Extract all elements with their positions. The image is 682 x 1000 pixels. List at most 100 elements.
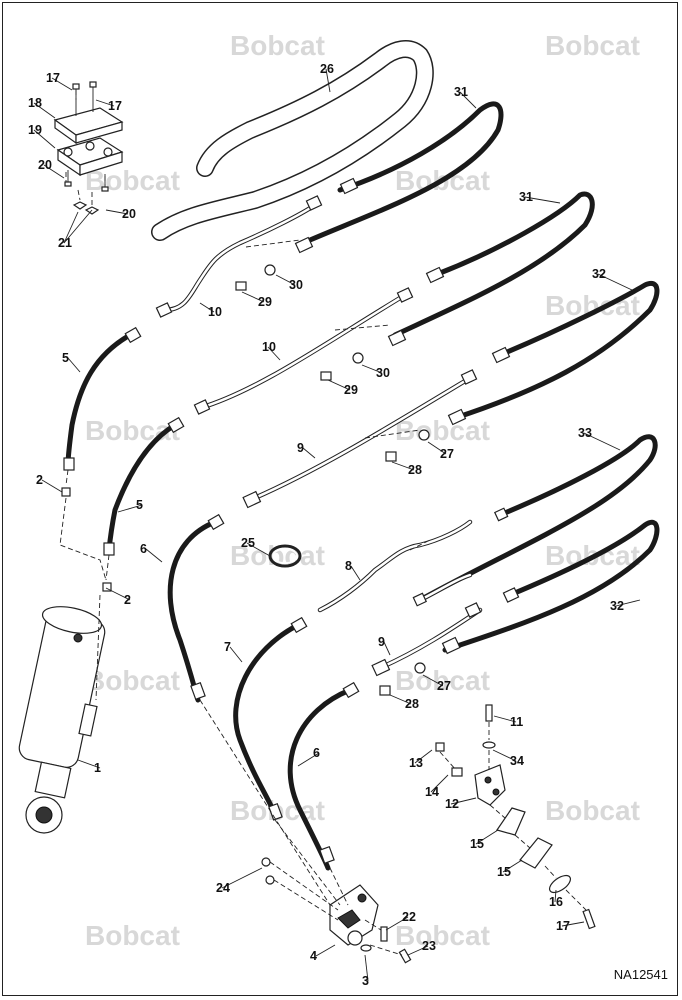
callout-32: 32: [592, 267, 606, 281]
callout-leader: [502, 859, 523, 873]
callout-17: 17: [46, 71, 60, 85]
assembly-lines: [59, 90, 587, 956]
callout-33: 33: [578, 426, 592, 440]
callout-leader: [297, 752, 320, 767]
callout-leader: [145, 548, 163, 563]
callout-11: 11: [510, 715, 523, 729]
callout-leader: [492, 749, 517, 762]
callout-14: 14: [425, 785, 439, 799]
part-gasket-16: [548, 874, 572, 894]
callout-9: 9: [378, 635, 385, 649]
callout-leader: [315, 944, 336, 957]
callout-leader: [105, 587, 131, 601]
callout-leader: [95, 99, 115, 107]
callout-leader: [391, 461, 415, 471]
callout-10: 10: [208, 305, 222, 319]
callout-7: 7: [224, 640, 231, 654]
callout-leader: [422, 674, 444, 687]
part-plate-15a: [496, 807, 526, 836]
callout-15: 15: [497, 865, 511, 879]
callout-leader: [493, 715, 517, 723]
callout-13: 13: [409, 756, 423, 770]
part-cylinder-1: [18, 606, 106, 834]
callout-5: 5: [136, 498, 143, 512]
callout-leader: [430, 774, 449, 793]
callout-2: 2: [36, 473, 43, 487]
callout-leader: [389, 694, 412, 705]
callouts: 1223455667899101011121314151516171717181…: [28, 62, 624, 988]
callout-32: 32: [610, 599, 624, 613]
callout-leader: [267, 346, 281, 361]
fasteners: [61, 264, 596, 964]
callout-31: 31: [454, 85, 468, 99]
callout-leader: [302, 447, 316, 459]
callout-leader: [427, 441, 447, 455]
clamp-assembly: [53, 81, 124, 215]
callout-8: 8: [345, 559, 352, 573]
callout-17: 17: [108, 99, 122, 113]
callout-leader: [275, 274, 296, 286]
callout-leader: [246, 542, 271, 557]
watermark: Bobcat: [545, 30, 640, 61]
callout-leader: [105, 209, 129, 215]
callout-6: 6: [140, 542, 147, 556]
callout-leader: [51, 77, 73, 91]
callout-leader: [583, 432, 621, 451]
watermark: Bobcat: [545, 795, 640, 826]
callout-leader: [241, 291, 265, 303]
watermark: Bobcat: [395, 665, 490, 696]
callout-5: 5: [62, 351, 69, 365]
callout-leader: [407, 945, 429, 956]
callout-20: 20: [38, 158, 52, 172]
callout-24: 24: [216, 881, 230, 895]
part-valve-4: [329, 884, 379, 952]
callout-10: 10: [262, 340, 276, 354]
callout-12: 12: [445, 797, 459, 811]
part-tube-26: [151, 40, 434, 241]
callout-leader: [221, 867, 263, 889]
drawing-id: NA12541: [613, 967, 668, 982]
callout-30: 30: [289, 278, 303, 292]
callout-leader: [383, 641, 391, 656]
callout-leader: [117, 504, 143, 513]
callout-leader: [524, 196, 561, 204]
callout-31: 31: [519, 190, 533, 204]
callout-leader: [361, 364, 383, 374]
watermark: Bobcat: [85, 920, 180, 951]
callout-leader: [67, 357, 81, 373]
callout-leader: [414, 749, 433, 764]
part-plate-15b: [519, 837, 553, 869]
callout-leader: [364, 954, 369, 982]
callout-leader: [561, 921, 585, 927]
callout-4: 4: [310, 949, 317, 963]
callout-leader: [229, 646, 243, 663]
callout-3: 3: [362, 974, 369, 988]
watermark: Bobcat: [85, 665, 180, 696]
hoses: [65, 101, 660, 871]
callout-leader: [615, 599, 641, 607]
callout-leader: [325, 68, 331, 93]
callout-leader: [41, 479, 63, 493]
callout-25: 25: [241, 536, 255, 550]
callout-leader: [554, 889, 557, 903]
callout-34: 34: [510, 754, 524, 768]
callout-23: 23: [422, 939, 436, 953]
part-bracket-12: [474, 764, 506, 806]
callout-leader: [33, 129, 56, 149]
callout-22: 22: [402, 910, 416, 924]
callout-29: 29: [258, 295, 272, 309]
callout-leader: [350, 565, 361, 581]
callout-leader: [63, 209, 93, 244]
callout-9: 9: [297, 441, 304, 455]
callout-leader: [33, 102, 56, 119]
callout-leader: [199, 302, 215, 313]
leader-lines: [33, 68, 641, 982]
callout-28: 28: [408, 463, 422, 477]
callout-18: 18: [28, 96, 42, 110]
callout-leader: [450, 797, 477, 805]
callout-15: 15: [470, 837, 484, 851]
callout-leader: [385, 916, 409, 931]
